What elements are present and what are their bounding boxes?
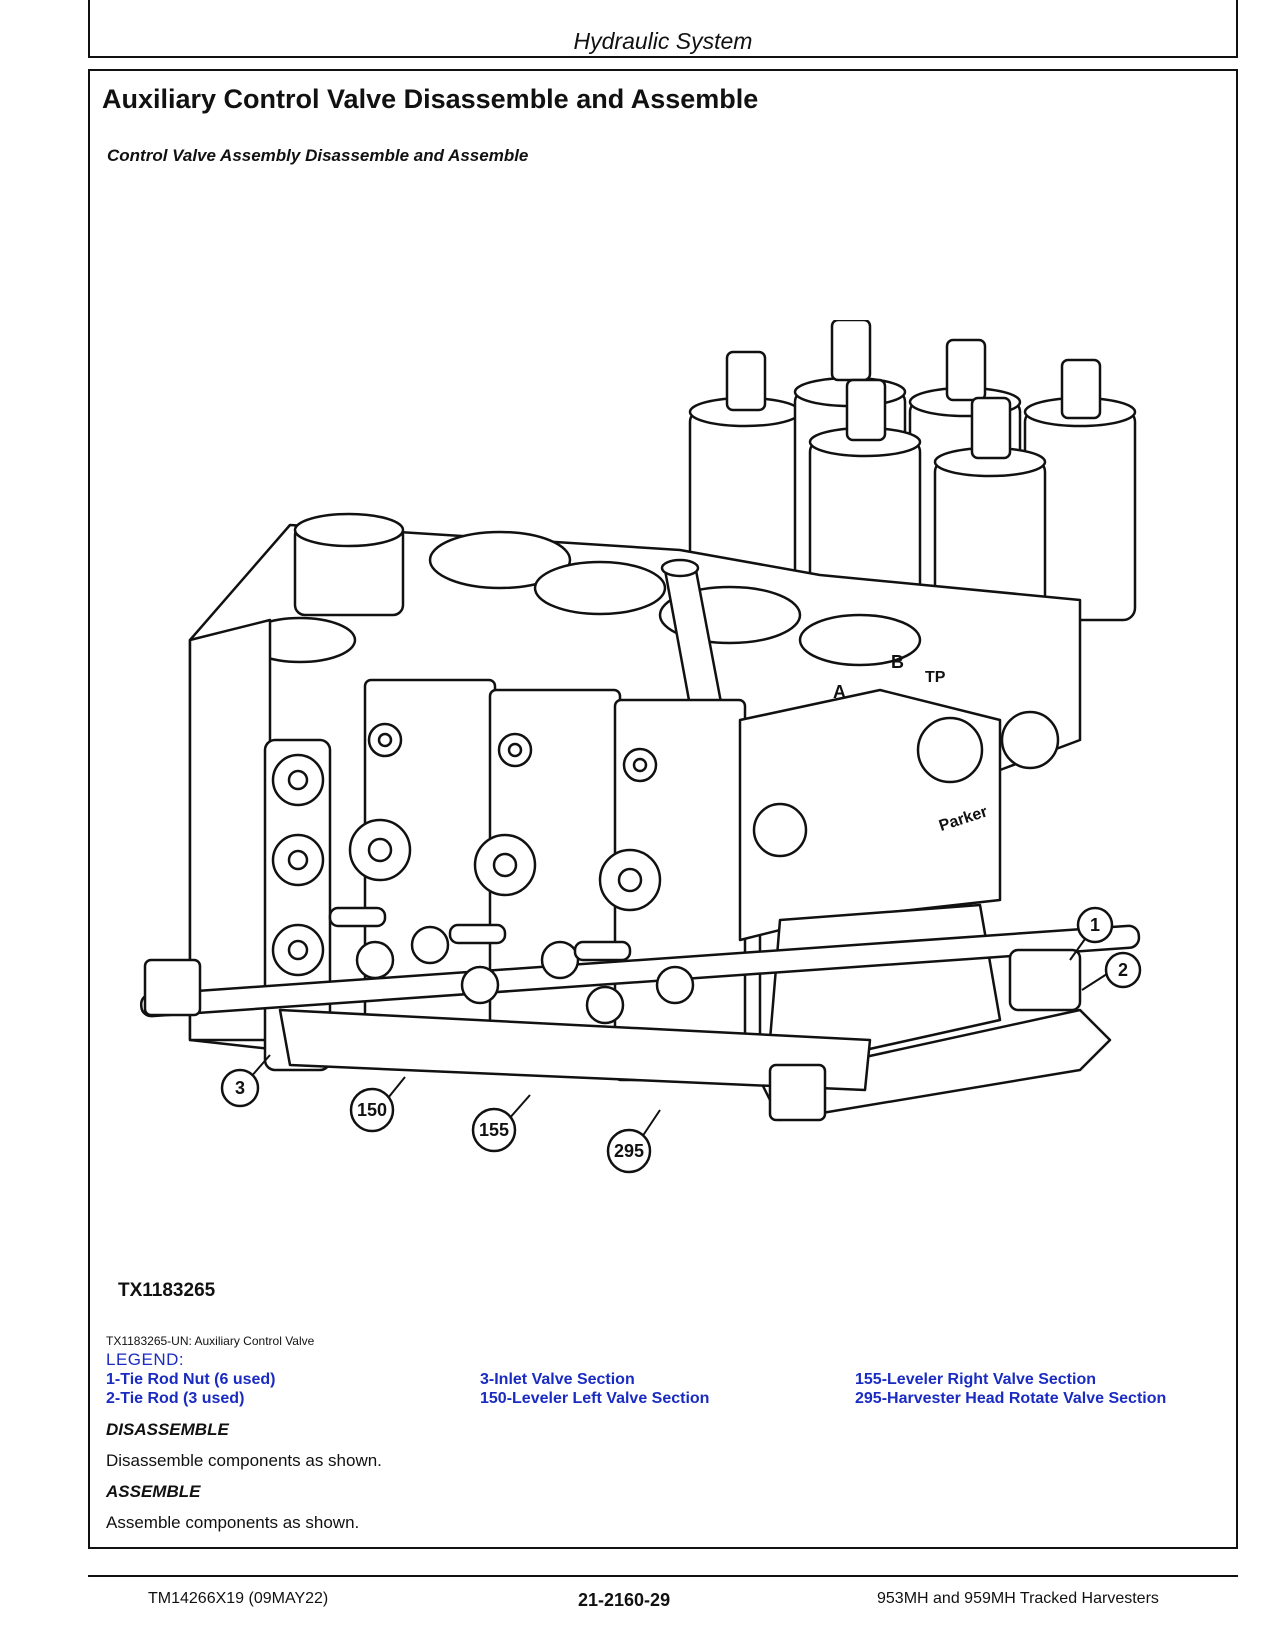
callout-150: 150 bbox=[357, 1100, 387, 1120]
figure-caption: TX1183265-UN: Auxiliary Control Valve bbox=[106, 1334, 315, 1348]
callout-1: 1 bbox=[1090, 915, 1100, 935]
assemble-text: Assemble components as shown. bbox=[106, 1513, 360, 1532]
port-label-tp: TP bbox=[925, 669, 946, 686]
chapter-title: Hydraulic System bbox=[573, 28, 753, 54]
content-frame bbox=[88, 69, 1238, 1549]
procedure-title: Control Valve Assembly Disassemble and A… bbox=[107, 146, 529, 165]
disassemble-text: Disassemble components as shown. bbox=[106, 1451, 382, 1470]
legend-item-295[interactable]: 295-Harvester Head Rotate Valve Section bbox=[855, 1390, 1167, 1407]
legend-item-150[interactable]: 150-Leveler Left Valve Section bbox=[480, 1390, 710, 1407]
callout-155: 155 bbox=[479, 1120, 509, 1140]
legend-item-1[interactable]: 1-Tie Rod Nut (6 used) bbox=[106, 1371, 276, 1388]
callout-2: 2 bbox=[1118, 960, 1128, 980]
disassemble-heading: DISASSEMBLE bbox=[106, 1420, 229, 1439]
section-title: Auxiliary Control Valve Disassemble and … bbox=[102, 84, 759, 114]
callout-295: 295 bbox=[614, 1141, 644, 1161]
valve-illustration: A B TP Parker 1 2 3 150 155 295 bbox=[139, 320, 1142, 1174]
footer-doc-id: TM14266X19 (09MAY22) bbox=[148, 1590, 329, 1607]
header-frame bbox=[88, 0, 1238, 58]
legend-item-155[interactable]: 155-Leveler Right Valve Section bbox=[855, 1371, 1096, 1388]
assemble-heading: ASSEMBLE bbox=[106, 1482, 201, 1501]
callout-3: 3 bbox=[235, 1078, 245, 1098]
legend-item-3[interactable]: 3-Inlet Valve Section bbox=[480, 1371, 635, 1388]
legend-item-2[interactable]: 2-Tie Rod (3 used) bbox=[106, 1390, 245, 1407]
figure-id: TX1183265 bbox=[118, 1280, 216, 1301]
page-number: 21-2160-29 bbox=[578, 1590, 671, 1610]
legend-title: LEGEND: bbox=[106, 1350, 185, 1369]
port-label-a: A bbox=[833, 682, 846, 702]
port-label-b: B bbox=[891, 652, 904, 672]
footer-product: 953MH and 959MH Tracked Harvesters bbox=[877, 1590, 1159, 1607]
footer-divider bbox=[88, 1575, 1238, 1577]
